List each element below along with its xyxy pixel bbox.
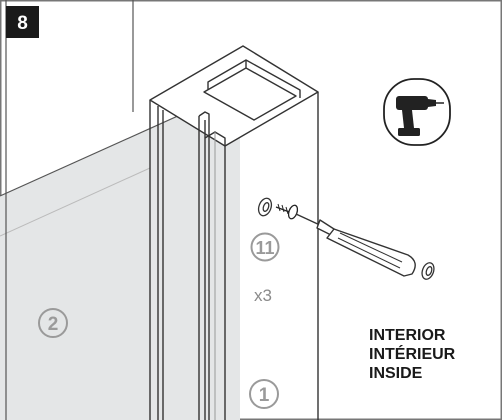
- wall-profile: [149, 45, 319, 420]
- quantity-label: x3: [254, 286, 272, 305]
- step-number: 8: [17, 13, 28, 34]
- step-badge: 8: [6, 6, 39, 38]
- part-label-1: 1: [249, 379, 279, 409]
- part-number-1: 1: [259, 385, 270, 406]
- location-line-1: INTERIOR: [369, 327, 446, 344]
- location-line-2: INTÉRIEUR: [369, 344, 456, 363]
- screw-cap: [257, 197, 273, 217]
- location-line-3: INSIDE: [369, 365, 423, 382]
- location-label: INTERIOR INTÉRIEUR INSIDE: [369, 327, 456, 382]
- part-label-2: 2: [38, 308, 68, 338]
- screwdriver: [295, 213, 416, 277]
- part-label-11: 11: [250, 232, 280, 262]
- part-number-11: 11: [255, 238, 274, 258]
- screw-cover-cap: [421, 262, 435, 280]
- power-drill-icon: [383, 78, 451, 146]
- screw: [275, 203, 299, 220]
- glass-panel: [0, 0, 241, 420]
- part-number-2: 2: [48, 314, 59, 335]
